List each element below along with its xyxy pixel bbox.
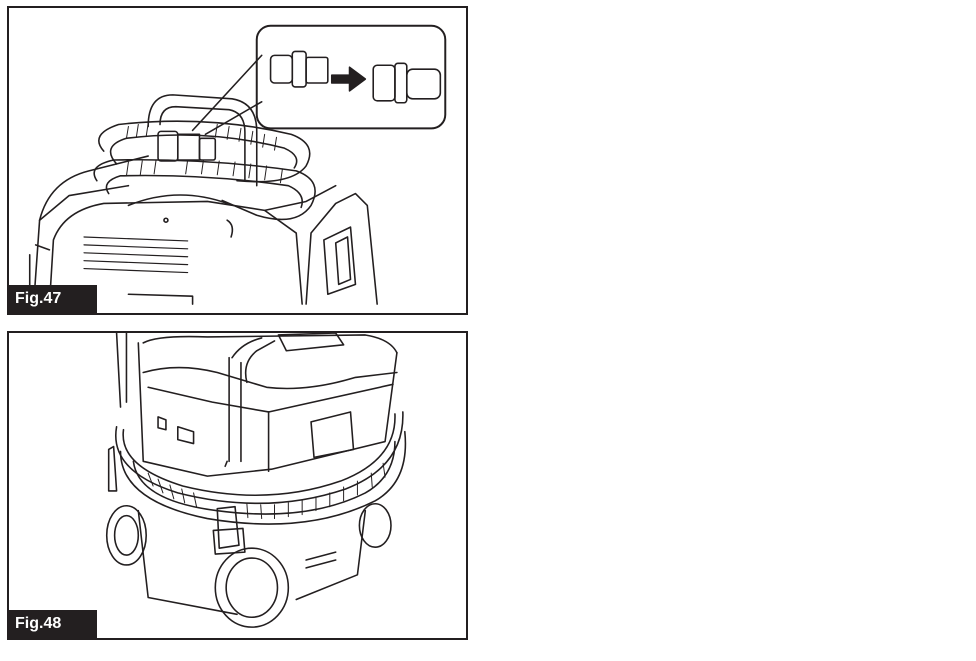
coiled-hose-drawing (93, 120, 316, 221)
left-wheel-icon (105, 504, 147, 566)
vacuum-housing-drawing (115, 333, 398, 477)
pull-arrow-icon (330, 66, 367, 92)
hose-detach-illustration (28, 24, 447, 305)
vacuum-body-drawing (28, 155, 378, 305)
hose-wrapped-illustration (105, 333, 407, 628)
wrapped-hose-drawing (107, 411, 407, 555)
carry-handle-drawing (147, 94, 258, 187)
right-wheel-icon (358, 502, 392, 548)
front-wheel-icon (214, 547, 290, 628)
figure-label: Fig.48 (9, 610, 97, 638)
figure-47-panel: Fig.47 (7, 6, 468, 315)
figure-label: Fig.47 (9, 285, 97, 313)
coupling-detail-callout (191, 24, 447, 136)
vacuum-base-drawing (105, 502, 392, 628)
figure-48-panel: Fig.48 (7, 331, 468, 640)
